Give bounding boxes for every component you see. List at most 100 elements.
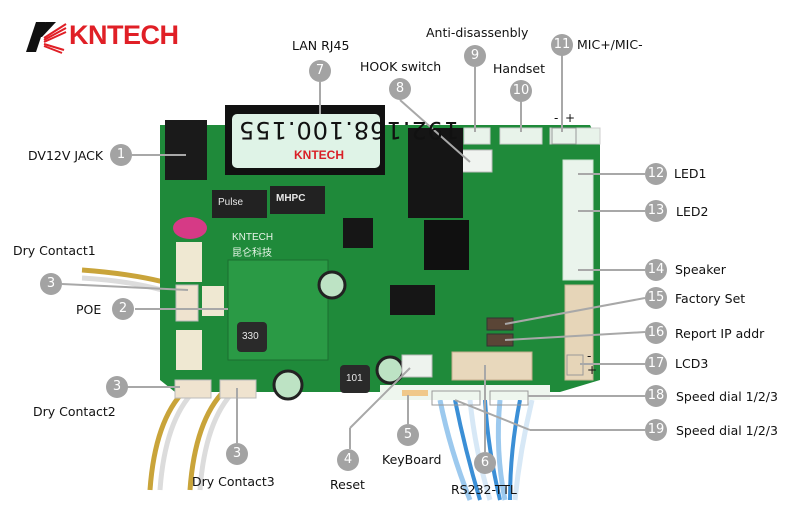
callout-label-reset: Reset: [330, 477, 365, 492]
callout-label-report-ip: Report IP addr: [675, 326, 765, 341]
callout-badge-11: 11: [551, 34, 573, 56]
ip-sticker: 192.168.100.155 KNTECH: [232, 114, 459, 168]
callout-label-lan-rj45: LAN RJ45: [292, 38, 350, 53]
callout-badge-3-dc2: 3: [106, 376, 128, 398]
callout-label-dry-contact1: Dry Contact1: [13, 243, 96, 258]
silkscreen-chinese: 昆仑科技: [232, 248, 272, 259]
silkscreen-brand: KNTECH: [232, 232, 274, 243]
lcd-minus-mark: -: [587, 349, 592, 363]
hook-switch-connector: [461, 149, 493, 173]
callout-badge-2: 2: [112, 298, 134, 320]
dry-contact3-wire-yellow: [187, 388, 227, 491]
leader-8: [399, 99, 471, 163]
callout-label-poe: POE: [76, 302, 102, 317]
callout-badge-9: 9: [464, 45, 486, 67]
right-connector-strip: [562, 159, 594, 281]
callout-label-lcd3: LCD3: [675, 356, 709, 371]
brand-name: KNTECH: [69, 20, 179, 50]
capacitor: [317, 270, 347, 300]
main-soc: [424, 220, 469, 270]
reset-connector: [401, 354, 433, 378]
codec-chip: [343, 218, 373, 248]
callout-badge-3-dc3: 3: [226, 443, 248, 465]
ribbon-cable: [467, 399, 493, 501]
callout-badge-10: 10: [510, 80, 532, 102]
leader-15: [504, 297, 646, 325]
pulse-transformer: [212, 190, 267, 218]
ribbon-cable: [437, 399, 473, 501]
mic-plus-mark: +: [565, 111, 576, 125]
ip-sticker-brand: KNTECH: [294, 148, 344, 162]
mhpc-chip-text: MHPC: [276, 193, 306, 204]
keyboard-header: [402, 390, 428, 396]
callout-badge-19: 19: [645, 419, 667, 441]
anti-disassembly-connector: [463, 127, 491, 145]
ribbon-cable: [508, 399, 522, 501]
pcb-bottom-strip: [380, 385, 550, 400]
callout-badge-17: 17: [645, 353, 667, 375]
inductor-330-text: 330: [242, 331, 259, 342]
callout-badge-4: 4: [337, 449, 359, 471]
ribbon-cable: [453, 399, 482, 501]
mic-minus-mark: -: [554, 111, 559, 125]
callout-label-led1: LED1: [674, 166, 707, 181]
mic-polarity-box: [551, 127, 577, 145]
callout-badge-5: 5: [397, 424, 419, 446]
mhpc-chip: [270, 186, 325, 214]
callout-label-speed-dial-19: Speed dial 1/2/3: [676, 423, 778, 438]
callout-badge-8: 8: [389, 78, 411, 100]
leader-16: [504, 331, 646, 341]
relay: [176, 330, 202, 370]
inductor-101-text: 101: [346, 373, 363, 384]
flash-chip: [408, 128, 463, 218]
callout-label-factory-set: Factory Set: [675, 291, 746, 306]
callout-label-dv12v-jack: DV12V JACK: [28, 148, 104, 163]
pulse-chip-text: Pulse: [218, 197, 244, 208]
ram-chip: [390, 285, 435, 315]
inductor-330: [237, 322, 267, 352]
leader-19a: [454, 399, 531, 431]
factory-set-button: [486, 317, 514, 331]
callout-badge-18: 18: [645, 385, 667, 407]
callout-badge-12: 12: [645, 163, 667, 185]
callout-badge-14: 14: [645, 259, 667, 281]
callout-label-hook-switch: HOOK switch: [360, 59, 442, 74]
callout-badge-3-dc1: 3: [40, 273, 62, 295]
inductor-101: [340, 365, 370, 393]
leader-3a: [61, 283, 189, 291]
callout-label-keyboard: KeyBoard: [382, 452, 442, 467]
ribbon-cable: [495, 399, 508, 501]
speed-dial-header-2: [489, 390, 529, 406]
leader-4b: [349, 367, 411, 429]
kntech-logo: KNTECH: [26, 18, 186, 58]
toroid-inductor: [173, 217, 207, 239]
relay: [176, 242, 202, 282]
mic-connector: [549, 127, 601, 145]
callout-label-anti-disassembly: Anti-disassenbly: [426, 25, 529, 40]
callout-badge-7: 7: [309, 60, 331, 82]
callout-badge-15: 15: [645, 287, 667, 309]
dc-jack: [165, 120, 207, 180]
kntech-logo-mark-icon: [26, 22, 67, 54]
callout-badge-1: 1: [110, 144, 132, 166]
callout-badge-6: 6: [474, 452, 496, 474]
relay: [202, 286, 224, 316]
capacitor: [272, 369, 304, 401]
callout-label-speed-dial-18: Speed dial 1/2/3: [676, 389, 778, 404]
callout-label-led2: LED2: [676, 204, 709, 219]
callout-label-mic: MIC+/MIC-: [577, 37, 643, 52]
callout-label-dry-contact2: Dry Contact2: [33, 404, 116, 419]
ribbon-cable: [512, 399, 535, 501]
ip-address-text: 192.168.100.155: [238, 116, 460, 144]
callout-label-rs232-ttl: RS232-TTL: [451, 482, 517, 497]
speed-dial-header-1: [431, 390, 481, 406]
leader-lines: [61, 55, 646, 452]
poe-connector: [175, 284, 199, 322]
callout-label-dry-contact3: Dry Contact3: [192, 474, 275, 489]
callout-badge-16: 16: [645, 322, 667, 344]
callout-label-speaker: Speaker: [675, 262, 726, 277]
callout-label-handset: Handset: [493, 61, 546, 76]
rs232-connector: [451, 351, 533, 381]
dry-contact2-connector: [174, 379, 212, 399]
